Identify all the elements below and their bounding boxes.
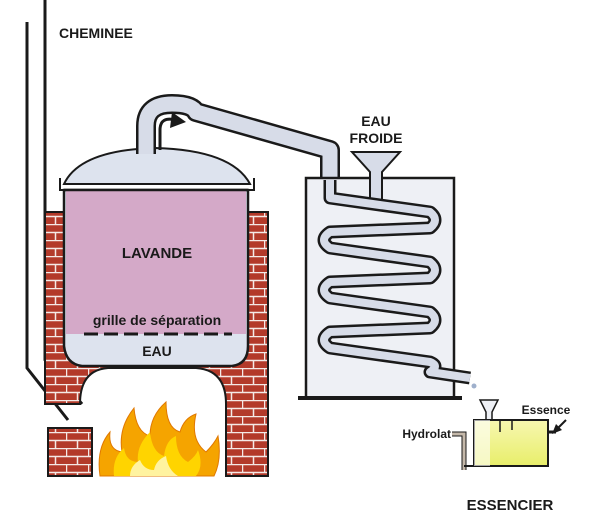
grid-label: grille de séparation <box>93 312 221 328</box>
vapor-pipe <box>136 94 340 180</box>
drip <box>471 383 477 389</box>
arrow-icon <box>552 419 567 434</box>
cold-water-label-line2: FROIDE <box>350 130 403 146</box>
essence-label: Essence <box>522 403 571 417</box>
curved-arrow-head-icon <box>170 112 186 128</box>
water-label: EAU <box>142 343 172 359</box>
flames <box>98 400 220 477</box>
chimney-label: CHEMINEE <box>59 25 133 41</box>
still-vessel <box>59 146 255 368</box>
essencier <box>452 399 556 470</box>
cold-water-label-line1: EAU <box>361 113 391 129</box>
hydrolat-label: Hydrolat <box>402 427 451 441</box>
essencier-label: ESSENCIER <box>467 497 554 514</box>
condenser-coil <box>317 180 471 385</box>
lavender-label: LAVANDE <box>122 245 192 262</box>
